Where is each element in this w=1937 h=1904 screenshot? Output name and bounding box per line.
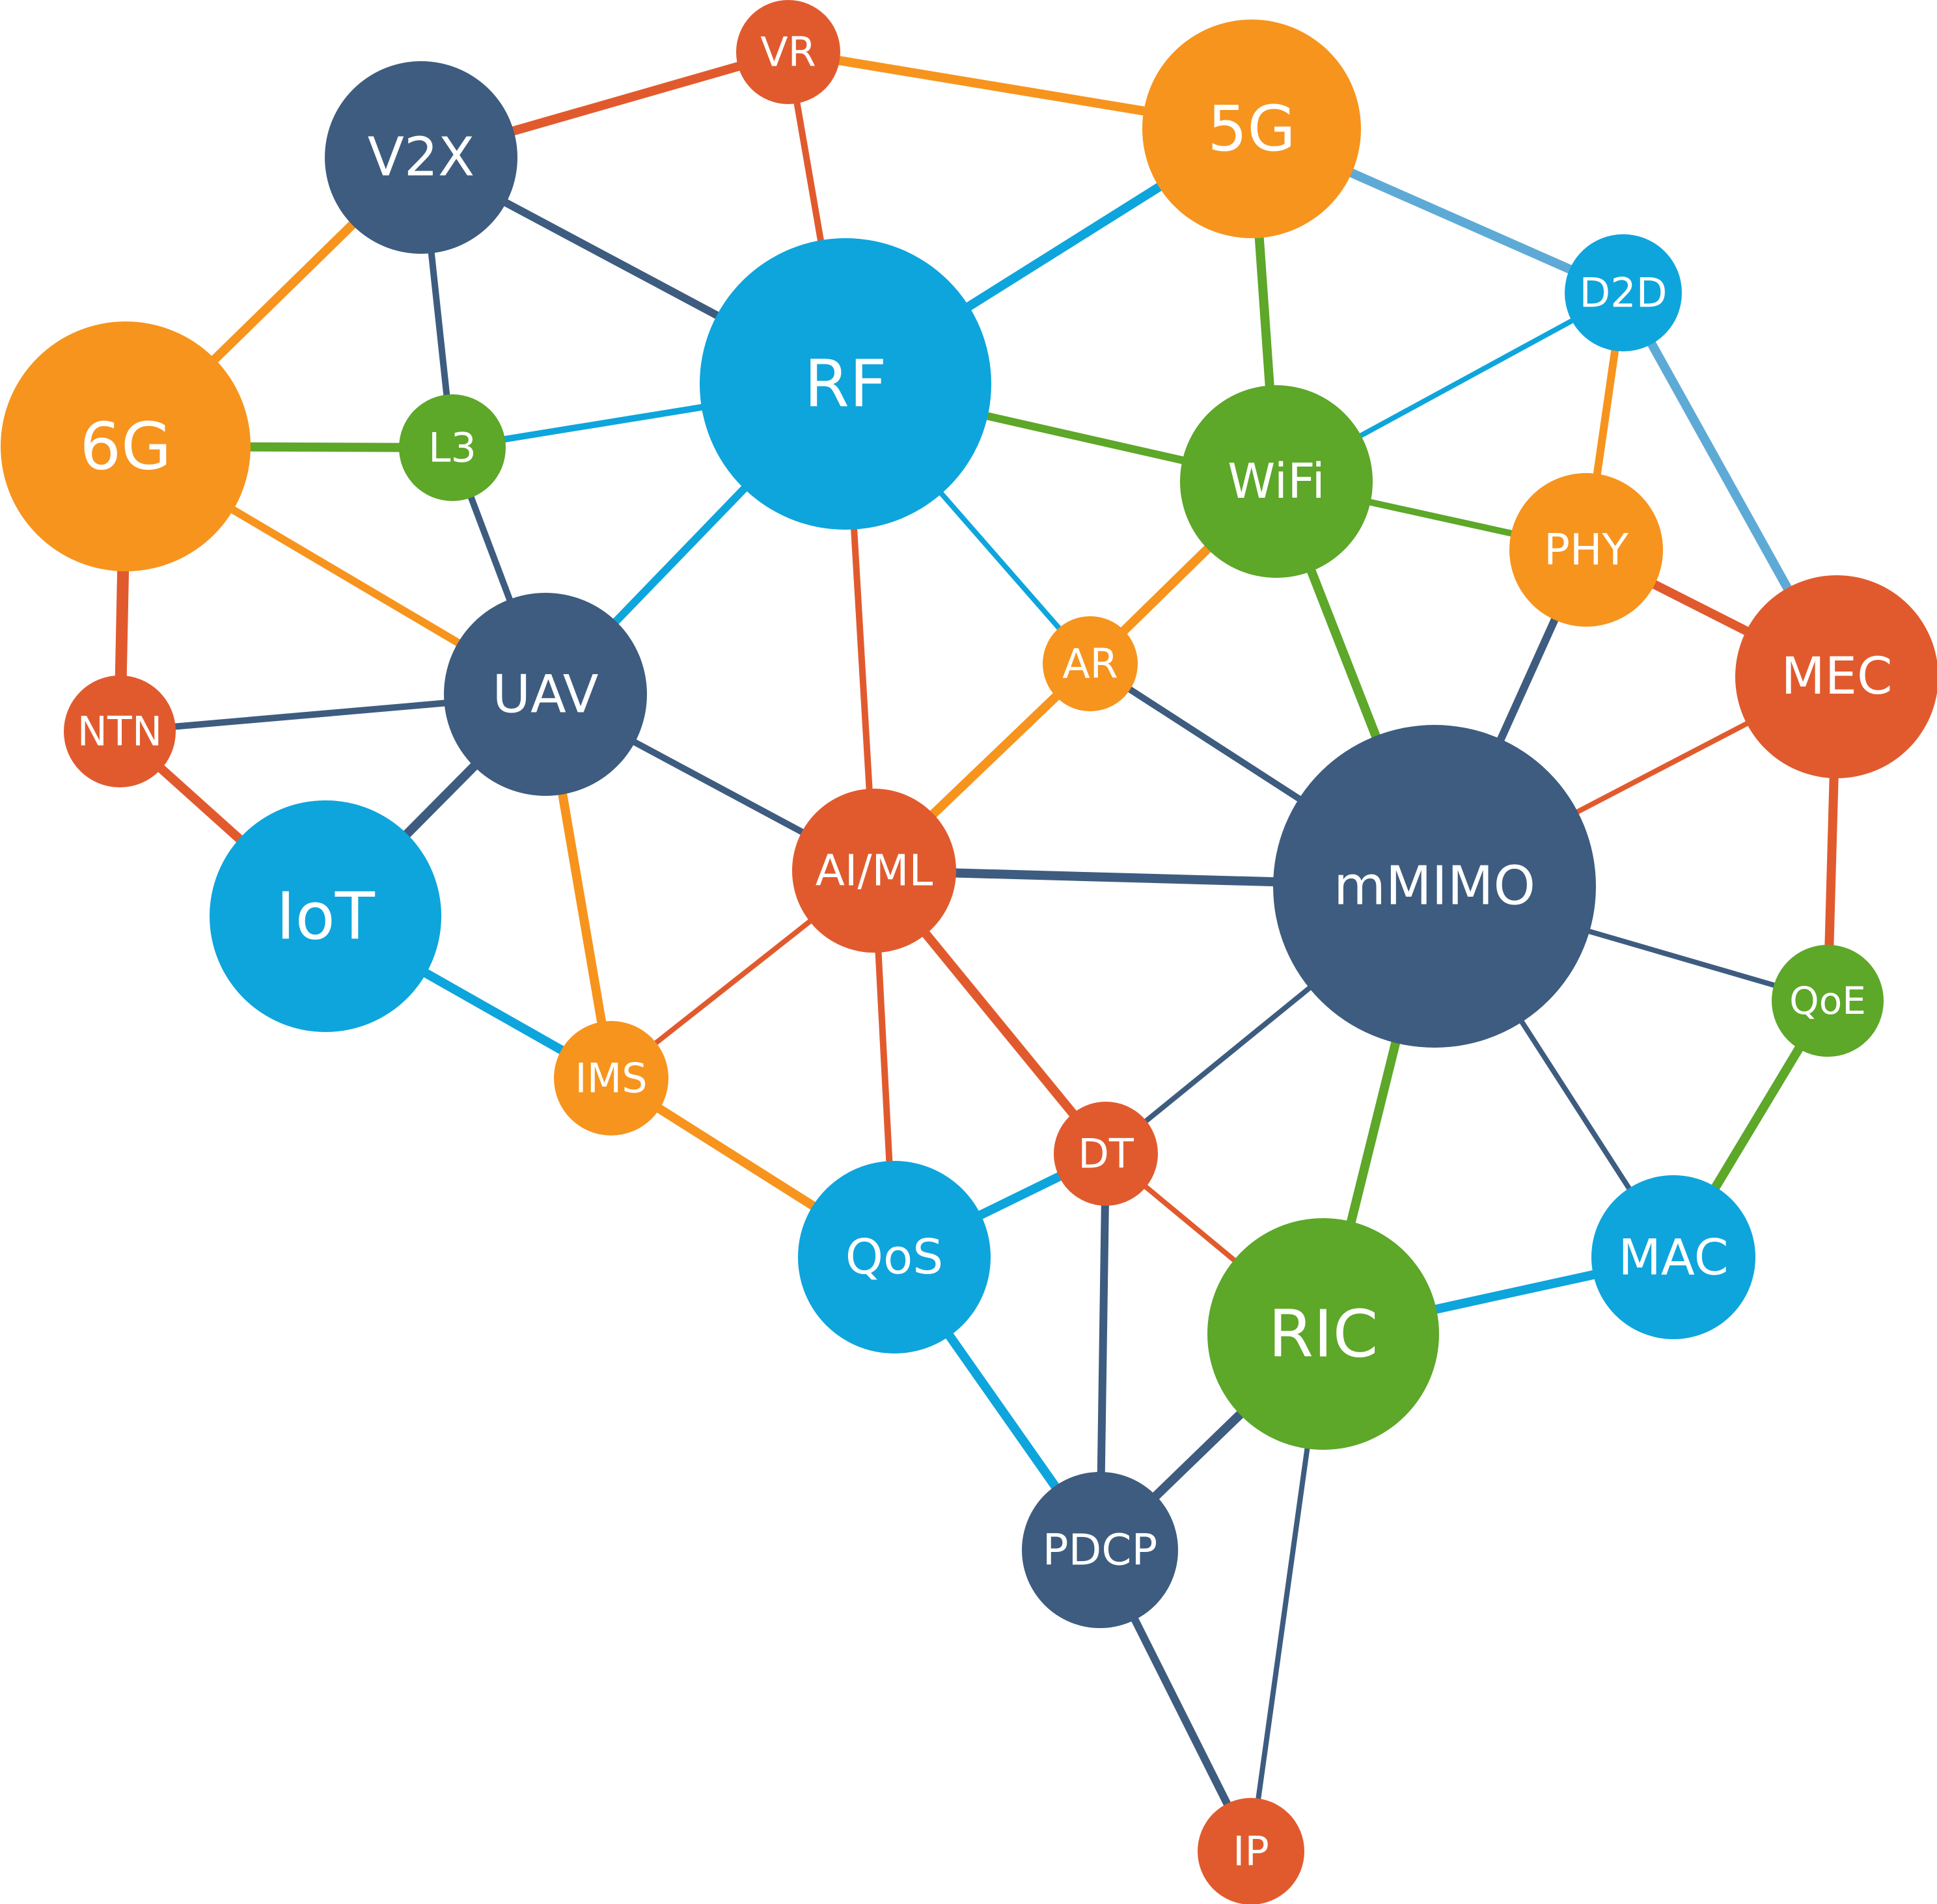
node-circle-dt (1054, 1102, 1158, 1206)
node-circle-mac (1591, 1175, 1755, 1339)
node-label-rf: RF (804, 346, 886, 422)
node-mac: MAC (1591, 1175, 1755, 1339)
node-circle-wifi (1180, 385, 1373, 578)
node-circle-qos (798, 1161, 991, 1353)
node-6g: 6G (1, 321, 251, 571)
node-mmimo: mMIMO (1273, 725, 1596, 1048)
node-uav: UAV (444, 593, 647, 796)
node-label-aiml: AI/ML (816, 846, 933, 896)
node-circle-mec (1735, 575, 1937, 778)
node-circle-v2x (325, 61, 517, 254)
node-label-qoe: QoE (1789, 979, 1866, 1023)
node-circle-uav (444, 593, 647, 796)
node-wifi: WiFi (1180, 385, 1373, 578)
node-label-qos: QoS (845, 1229, 944, 1285)
node-ar: AR (1043, 616, 1138, 711)
node-label-pdcp: PDCP (1043, 1525, 1158, 1575)
node-label-ip: IP (1233, 1828, 1269, 1875)
node-circle-ric (1207, 1218, 1439, 1450)
node-pdcp: PDCP (1022, 1472, 1178, 1628)
node-circle-iot (210, 800, 441, 1032)
node-label-vr: VR (760, 29, 816, 76)
node-qos: QoS (798, 1161, 991, 1353)
node-circle-6g (1, 321, 251, 571)
node-label-phy: PHY (1544, 525, 1628, 575)
node-label-6g: 6G (79, 409, 171, 485)
node-5g: 5G (1142, 20, 1361, 238)
node-l3: L3 (399, 394, 506, 501)
node-circle-l3 (399, 394, 506, 501)
node-phy: PHY (1509, 473, 1663, 627)
node-qoe: QoE (1772, 945, 1884, 1057)
node-circle-mmimo (1273, 725, 1596, 1048)
node-iot: IoT (210, 800, 441, 1032)
node-dt: DT (1054, 1102, 1158, 1206)
node-circle-5g (1142, 20, 1361, 238)
node-circle-vr (736, 0, 840, 104)
node-ip: IP (1198, 1798, 1304, 1904)
node-circle-rf (700, 238, 991, 530)
node-circle-aiml (792, 789, 956, 953)
node-label-ims: IMS (575, 1055, 647, 1102)
node-label-mac: MAC (1618, 1229, 1728, 1286)
node-label-5g: 5G (1207, 92, 1295, 165)
node-label-l3: L3 (428, 424, 476, 472)
node-label-wifi: WiFi (1228, 454, 1325, 510)
node-circle-ims (554, 1021, 668, 1136)
node-circle-qoe (1772, 945, 1884, 1057)
node-circle-ar (1043, 616, 1138, 711)
node-ric: RIC (1207, 1218, 1439, 1450)
node-label-mmimo: mMIMO (1334, 856, 1535, 918)
node-ntn: NTN (64, 675, 176, 787)
node-v2x: V2X (325, 61, 517, 254)
node-label-d2d: D2D (1580, 269, 1668, 317)
node-label-ntn: NTN (77, 708, 163, 755)
node-label-dt: DT (1078, 1130, 1134, 1178)
node-circle-phy (1509, 473, 1663, 627)
node-label-ar: AR (1062, 640, 1118, 688)
node-mec: MEC (1735, 575, 1937, 778)
node-circle-d2d (1565, 234, 1682, 351)
node-label-iot: IoT (276, 878, 376, 955)
node-circle-ntn (64, 675, 176, 787)
node-label-v2x: V2X (368, 127, 474, 189)
node-rf: RF (700, 238, 991, 530)
node-circle-pdcp (1022, 1472, 1178, 1628)
node-circle-ip (1198, 1798, 1304, 1904)
node-ims: IMS (554, 1021, 668, 1136)
node-vr: VR (736, 0, 840, 104)
node-d2d: D2D (1565, 234, 1682, 351)
node-label-mec: MEC (1781, 647, 1892, 706)
node-label-uav: UAV (493, 664, 599, 725)
node-aiml: AI/ML (792, 789, 956, 953)
node-label-ric: RIC (1269, 1296, 1379, 1372)
